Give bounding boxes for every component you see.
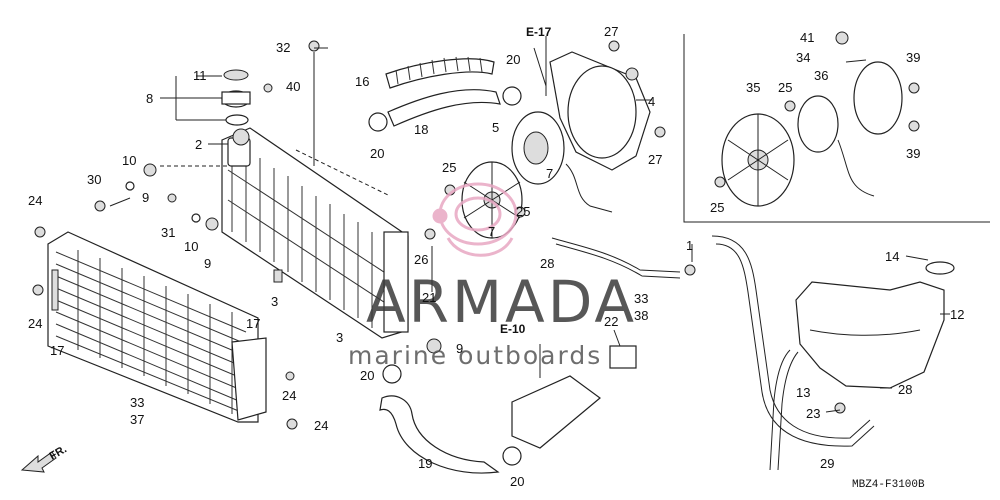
part-label-37: 37 <box>130 412 144 427</box>
reserve-tank <box>795 261 955 389</box>
watermark-brand: ARMADA <box>366 268 637 336</box>
part-label-3a: 3 <box>271 294 278 309</box>
part-label-9c: 9 <box>456 341 463 356</box>
part-label-28b: 28 <box>898 382 912 397</box>
part-label-4: 4 <box>648 94 655 109</box>
part-label-34: 34 <box>796 50 810 65</box>
leader-lines <box>109 36 950 413</box>
part-label-17a: 17 <box>50 343 64 358</box>
ref-e10: E-10 <box>500 322 526 336</box>
part-label-10b: 10 <box>184 239 198 254</box>
part-label-32: 32 <box>276 40 290 55</box>
part-label-25b: 25 <box>516 204 530 219</box>
part-label-28a: 28 <box>540 256 554 271</box>
inset-fan-box <box>683 34 990 223</box>
part-label-8: 8 <box>146 91 153 106</box>
part-labels: 11 8 2 40 32 10 30 9 24 31 10 9 3 24 17 … <box>28 24 964 489</box>
direction-label: FR. <box>48 443 69 462</box>
part-label-11: 11 <box>193 68 207 83</box>
part-label-39b: 39 <box>906 146 920 161</box>
part-label-20d: 20 <box>510 474 524 489</box>
part-label-20c: 20 <box>360 368 374 383</box>
part-label-38: 38 <box>634 308 648 323</box>
part-label-10a: 10 <box>122 153 136 168</box>
part-label-13: 13 <box>796 385 810 400</box>
part-label-26-inset: 25 <box>778 80 792 95</box>
part-label-26: 26 <box>414 252 428 267</box>
part-label-25a: 25 <box>442 160 456 175</box>
part-label-9b: 9 <box>204 256 211 271</box>
part-label-33a: 33 <box>130 395 144 410</box>
diagram-code: MBZ4-F3100B <box>852 479 925 491</box>
radiator-cap <box>221 69 251 126</box>
watermark-tagline: marine outboards <box>348 341 602 370</box>
part-label-24d: 24 <box>314 418 328 433</box>
part-label-40: 40 <box>286 79 300 94</box>
part-label-25d: 25 <box>710 200 724 215</box>
part-label-33b: 33 <box>634 291 648 306</box>
part-label-21: 21 <box>422 290 436 305</box>
part-label-31: 31 <box>161 225 175 240</box>
part-label-9a: 9 <box>142 190 149 205</box>
part-label-24b: 24 <box>28 316 42 331</box>
part-label-14: 14 <box>885 249 899 264</box>
part-label-23: 23 <box>806 406 820 421</box>
part-label-17b: 17 <box>246 316 260 331</box>
part-label-39a: 39 <box>906 50 920 65</box>
fan-shroud <box>549 51 651 171</box>
front-direction-arrow: FR. <box>20 443 69 473</box>
part-label-5: 5 <box>492 120 499 135</box>
part-label-1: 1 <box>686 238 693 253</box>
part-label-7a: 7 <box>488 224 495 239</box>
part-label-30: 30 <box>87 172 101 187</box>
watermark: ARMADA marine outboards <box>348 182 637 370</box>
overflow-hoses <box>551 235 875 471</box>
part-label-7b: 7 <box>546 166 553 181</box>
part-label-22: 22 <box>604 314 618 329</box>
part-label-19: 19 <box>418 456 432 471</box>
part-label-3b: 3 <box>336 330 343 345</box>
part-label-18: 18 <box>414 122 428 137</box>
part-label-16: 16 <box>355 74 369 89</box>
part-label-20b: 20 <box>506 52 520 67</box>
part-label-24c: 24 <box>282 388 296 403</box>
upper-hose <box>385 56 501 127</box>
part-label-35: 35 <box>746 80 760 95</box>
lower-hose <box>379 395 500 474</box>
ref-e17: E-17 <box>526 25 552 39</box>
part-label-24a: 24 <box>28 193 42 208</box>
radiator-grille <box>47 231 267 423</box>
part-label-27a: 27 <box>604 24 618 39</box>
radiator-core <box>221 127 409 339</box>
part-label-29: 29 <box>820 456 834 471</box>
part-label-12: 12 <box>950 307 964 322</box>
part-label-41: 41 <box>800 30 814 45</box>
part-label-2: 2 <box>195 137 202 152</box>
fan-motor <box>511 111 613 213</box>
part-label-20a: 20 <box>370 146 384 161</box>
watermark-emblem <box>432 182 518 257</box>
part-label-27b: 27 <box>648 152 662 167</box>
part-label-36: 36 <box>814 68 828 83</box>
